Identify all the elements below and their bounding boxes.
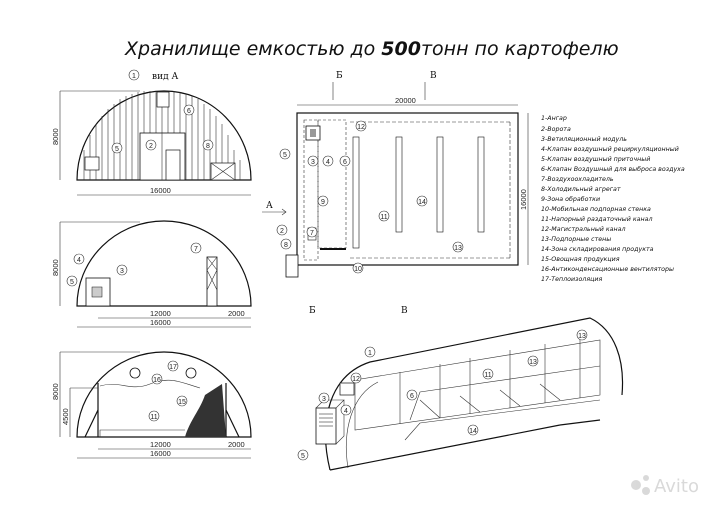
legend-item: 6-Клапан Воздушный для выброса воздуха: [541, 165, 685, 173]
svg-text:4: 4: [344, 408, 348, 415]
legend-item: 7-Воздухоохладитель: [541, 176, 614, 183]
svg-text:Б: Б: [309, 306, 316, 316]
avito-watermark: Avito: [631, 475, 699, 497]
svg-text:5: 5: [283, 152, 287, 159]
svg-text:17: 17: [169, 364, 177, 371]
iso-callouts: 1 12 6 11 13 13 14 3 5 4: [297, 329, 588, 461]
svg-text:11: 11: [484, 372, 491, 379]
svg-text:11: 11: [150, 414, 157, 421]
svg-text:12000: 12000: [150, 440, 171, 449]
svg-text:8000: 8000: [51, 259, 60, 276]
svg-text:4: 4: [326, 159, 330, 166]
air-cooler-icon: [206, 256, 218, 307]
section-mark-v: В: [430, 71, 437, 81]
distribution-channels: [352, 136, 485, 249]
front-callouts: 1 6 2 5 8: [111, 69, 214, 154]
svg-text:4: 4: [77, 257, 81, 264]
view-a-label: вид А: [152, 72, 178, 82]
svg-text:6: 6: [343, 159, 347, 166]
svg-text:5: 5: [301, 453, 305, 460]
svg-text:14: 14: [469, 428, 477, 435]
supply-valve-icon: [84, 156, 100, 171]
svg-text:3: 3: [120, 268, 124, 275]
vegetable-produce-icon: [185, 384, 226, 437]
front-view: вид А 1 6 2 5 8 8000 16000: [51, 69, 252, 196]
svg-text:10: 10: [354, 266, 362, 273]
svg-text:2: 2: [149, 143, 153, 150]
legend: 1-Ангар 2-Ворота 3-Ветиляционный модуль …: [541, 115, 685, 283]
svg-text:7: 7: [194, 246, 198, 253]
legend-item: 11-Напорный раздаточный канал: [541, 216, 653, 223]
svg-text:3: 3: [311, 159, 315, 166]
dimension-height: 8000: [51, 128, 60, 145]
svg-text:2000: 2000: [228, 309, 245, 318]
svg-text:8: 8: [206, 143, 210, 150]
svg-text:6: 6: [410, 393, 414, 400]
plan-view: 12 5 3 4 6 9 11 14 2 7 8 10 13 20000 160…: [262, 71, 529, 278]
dimension-width: 16000: [150, 186, 171, 195]
section-view-1: 4 3 5 7 8000 12000 2000 16000: [51, 220, 252, 328]
svg-text:3: 3: [322, 396, 326, 403]
svg-text:13: 13: [578, 333, 586, 340]
svg-text:11: 11: [380, 214, 387, 221]
legend-item: 10-Мобильная подпорная стенка: [541, 205, 651, 213]
svg-text:15: 15: [178, 399, 186, 406]
drawing-title: Хранилище емкостью до 500тонн по картофе…: [124, 38, 619, 60]
svg-text:1: 1: [368, 350, 372, 357]
legend-item: 17-Теплоизоляция: [541, 276, 602, 283]
svg-text:16: 16: [153, 377, 161, 384]
svg-text:12: 12: [352, 376, 360, 383]
section-mark-b: Б: [336, 71, 343, 81]
svg-text:6: 6: [187, 108, 191, 115]
svg-text:2: 2: [280, 228, 284, 235]
svg-text:8000: 8000: [51, 383, 60, 400]
svg-text:7: 7: [310, 230, 314, 237]
svg-text:14: 14: [418, 199, 426, 206]
legend-item: 16-Антиконденсационные вентиляторы: [541, 266, 674, 273]
svg-text:13: 13: [454, 245, 462, 252]
section-view-2: 17 16 15 11 8000 4500 12000 2000 16000: [51, 351, 252, 459]
svg-text:16000: 16000: [150, 449, 171, 458]
legend-item: 9-Зона обработки: [541, 195, 600, 203]
legend-item: 8-Холодильный агрегат: [541, 186, 621, 193]
anti-condensation-fan-icon: [129, 367, 141, 379]
svg-text:12000: 12000: [150, 309, 171, 318]
legend-item: 2-Ворота: [541, 126, 571, 133]
exhaust-valve-icon: [156, 91, 170, 108]
svg-text:Avito: Avito: [654, 476, 699, 497]
anti-condensation-fan-icon: [185, 367, 197, 379]
svg-text:4500: 4500: [61, 408, 70, 425]
legend-item: 3-Ветиляционный модуль: [541, 136, 627, 143]
svg-text:2000: 2000: [228, 440, 245, 449]
legend-item: 4-Клапан воздушный рециркуляционный: [541, 146, 679, 153]
refrigeration-unit-icon: [285, 254, 299, 278]
svg-text:5: 5: [115, 146, 119, 153]
legend-item: 12-Магистральный канал: [541, 226, 626, 233]
legend-item: 1-Ангар: [541, 115, 567, 122]
svg-text:5: 5: [70, 279, 74, 286]
section-mark-a: А: [266, 201, 273, 211]
svg-text:16000: 16000: [150, 318, 171, 327]
svg-text:12: 12: [357, 124, 365, 131]
legend-item: 5-Клапан воздушный приточный: [541, 156, 650, 163]
svg-text:16000: 16000: [519, 189, 528, 210]
legend-item: 15-Овощная продукция: [541, 256, 620, 263]
legend-item: 14-Зона складирования продукта: [541, 246, 654, 253]
plan-callouts: 12 5 3 4 6 9 11 14 2 7 8 10 13: [276, 120, 464, 274]
svg-text:8: 8: [284, 242, 288, 249]
dimension-length: 20000: [395, 96, 416, 105]
svg-text:13: 13: [529, 359, 537, 366]
isometric-view: Б В 1 12 6 11 13 13 14 3 5 4: [297, 306, 624, 471]
legend-item: 13-Подпорные стены: [541, 236, 611, 243]
svg-text:В: В: [401, 306, 408, 316]
svg-text:9: 9: [321, 199, 325, 206]
svg-text:1: 1: [132, 73, 136, 80]
